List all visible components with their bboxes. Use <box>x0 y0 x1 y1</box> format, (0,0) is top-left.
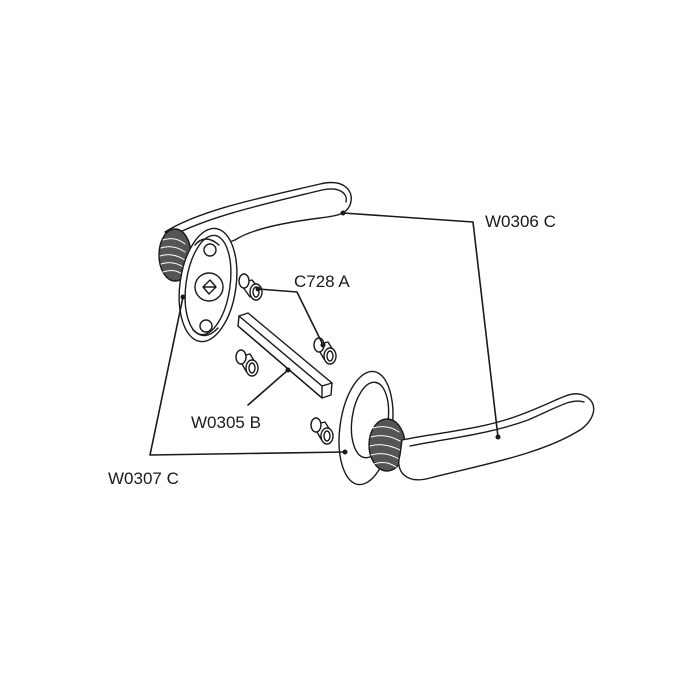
leader-lines <box>149 212 499 456</box>
leader-rose <box>149 296 346 456</box>
label-bushing: C728 A <box>294 272 350 291</box>
label-rose: W0307 C <box>108 469 179 488</box>
bushing-4 <box>310 417 334 445</box>
leader-dots <box>180 210 501 455</box>
leader-spindle <box>247 369 289 406</box>
leader-handle <box>342 212 499 438</box>
leader-bushing <box>257 288 324 346</box>
bushing-1 <box>238 273 263 301</box>
label-handle: W0306 C <box>485 212 556 231</box>
bushing-2 <box>313 337 337 365</box>
upper-rose <box>178 227 238 343</box>
bushing-3 <box>235 349 259 377</box>
label-spindle: W0305 B <box>191 413 261 432</box>
spindle <box>237 312 333 399</box>
